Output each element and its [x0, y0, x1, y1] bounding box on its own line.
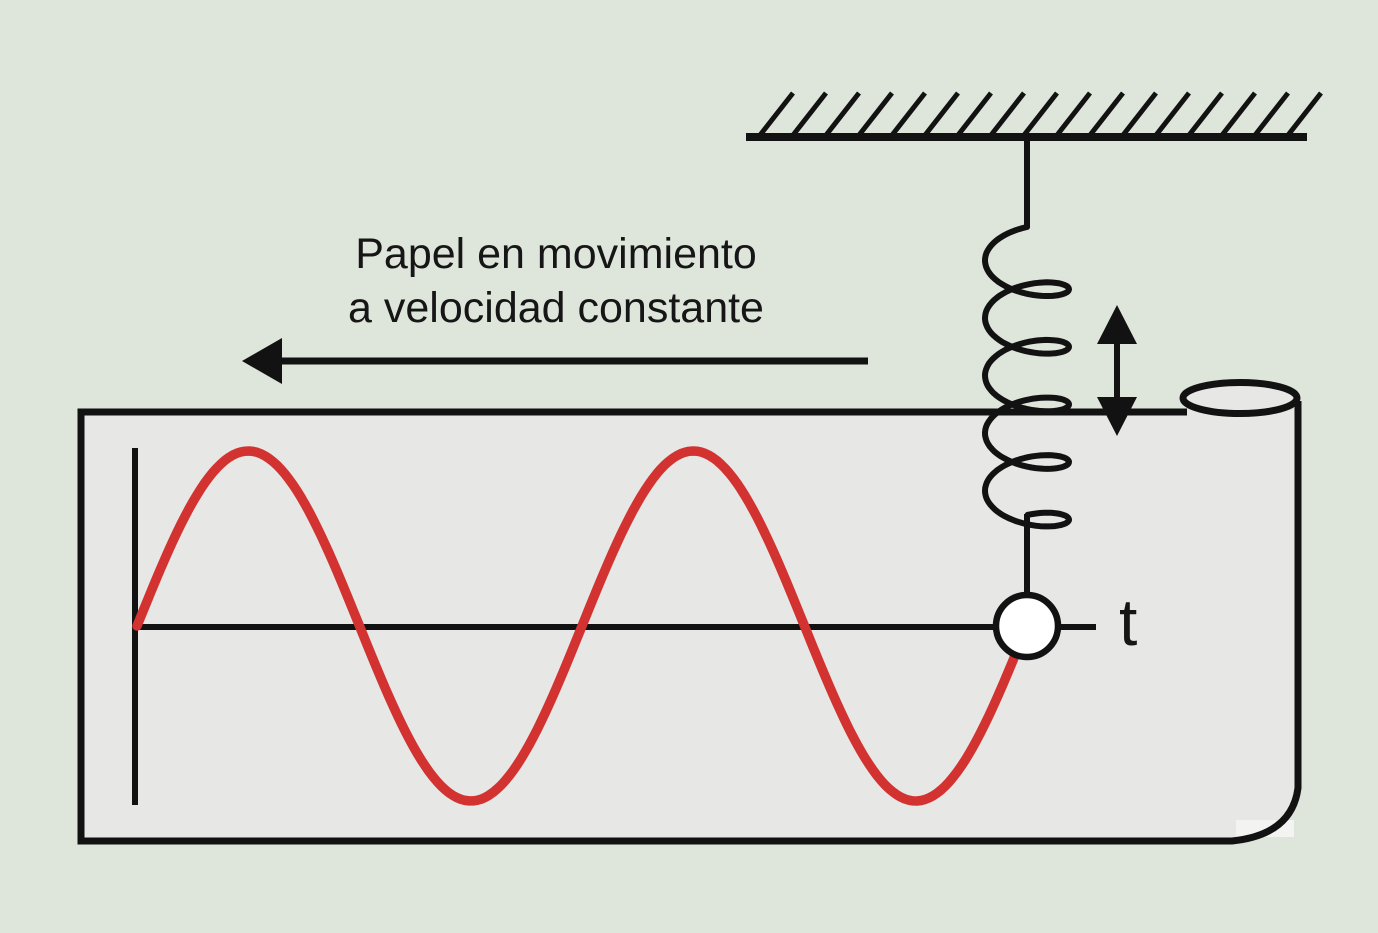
oscillation-arrow-head-down — [1097, 397, 1137, 436]
motion-arrow-head — [242, 338, 282, 384]
oscillation-arrow-head-up — [1097, 305, 1137, 344]
sine-wave — [132, 446, 1030, 806]
ceiling-hatching — [755, 91, 1323, 141]
hatched-ceiling-icon — [746, 91, 1323, 141]
paper-roll-cylinder-icon — [1179, 379, 1301, 417]
paper-motion-label-line1: Papel en movimiento — [355, 230, 757, 278]
left-arrow-icon — [242, 338, 868, 384]
paper-motion-label-line2: a velocidad constante — [348, 284, 764, 332]
mass-circle-icon — [992, 591, 1062, 661]
coil-spring-icon — [982, 224, 1072, 530]
paper-bottom-and-right-edge — [78, 401, 1302, 845]
time-axis-label: t — [1119, 585, 1137, 659]
up-down-arrow-icon — [1097, 305, 1137, 436]
